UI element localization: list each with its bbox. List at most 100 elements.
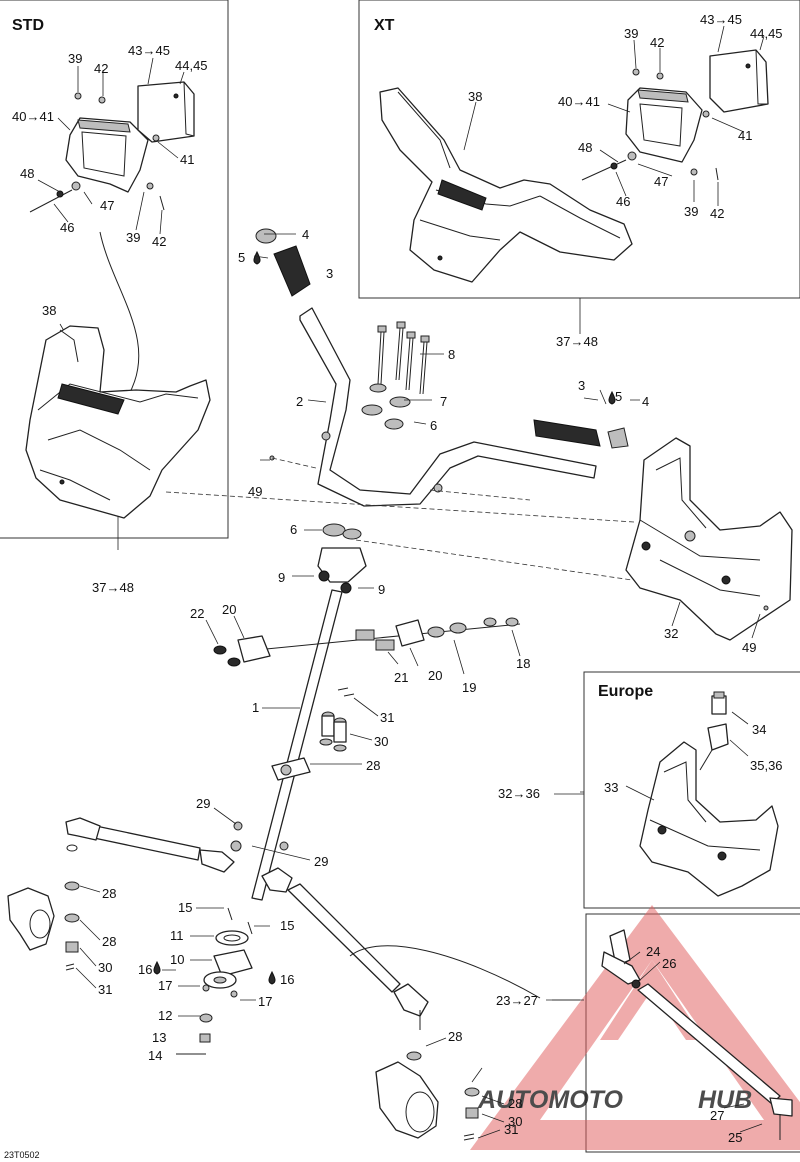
left-lower-drop-icon (153, 960, 161, 975)
callout-28-left-b: 28 (102, 934, 116, 949)
upper-clamp-right (389, 396, 411, 408)
callout-std-42-top: 42 (94, 61, 108, 76)
left-grip (273, 245, 311, 297)
link-bracket-20 (237, 635, 271, 663)
xt-title: XT (374, 17, 395, 34)
callout-xt-39-top: 39 (624, 26, 638, 41)
callout-28-right-a: 28 (448, 1029, 462, 1044)
handlebar-tube (299, 307, 597, 507)
callout-9-left: 9 (278, 570, 285, 585)
callout-19: 19 (462, 680, 476, 695)
bearing-11 (215, 930, 249, 946)
callout-5-left: 5 (238, 250, 245, 265)
callout-4-right: 4 (642, 394, 649, 409)
callout-8: 8 (448, 347, 455, 362)
callout-31-left: 31 (98, 982, 112, 997)
callout-xt-38: 38 (468, 89, 482, 104)
xt-fascia-logo (437, 179, 487, 211)
callout-20-left: 20 (222, 602, 236, 617)
callout-29-left: 29 (196, 796, 210, 811)
callout-10: 10 (170, 952, 184, 967)
callout-22: 22 (190, 606, 204, 621)
steering-riser (317, 547, 367, 583)
callout-27: 27 (710, 1108, 724, 1123)
callout-35-36: 35,36 (750, 758, 783, 773)
lower-column-stack: 15 15 11 10 16 16 17 17 12 13 14 (138, 900, 294, 1063)
right-tie-rod-end-upper (261, 867, 293, 893)
callout-xt-48: 48 (578, 140, 592, 155)
right-tie-rod-tube (287, 883, 401, 993)
callout-xt-43: 43→45 (700, 12, 742, 27)
callout-std-41: 41 (180, 152, 194, 167)
std-group-ref: 37→48 (92, 580, 134, 595)
callout-xt-39-bottom: 39 (684, 204, 698, 219)
callout-15-right: 15 (280, 918, 294, 933)
std-fascia-logo (57, 383, 125, 415)
europe-bulb-34 (711, 695, 727, 715)
callout-std-39-bottom: 39 (126, 230, 140, 245)
handlebar-assembly: 4 5 3 8 2 7 6 49 6 9 9 3 5 4 (165, 227, 649, 597)
watermark-text-b: HUB (698, 1086, 752, 1114)
callout-49-left: 49 (248, 484, 262, 499)
left-tie-rod-end-inner (199, 849, 235, 873)
europe-frame (583, 671, 800, 909)
europe-socket-35 (707, 723, 729, 751)
callout-1-upper: 1 (252, 700, 259, 715)
std-headlight-bracket (65, 117, 149, 193)
xt-bolt-46 (581, 159, 627, 181)
right-grip (533, 419, 601, 447)
callout-std-42-bottom: 42 (152, 234, 166, 249)
callout-xt-47: 47 (654, 174, 668, 189)
right-end-cap (607, 427, 629, 449)
right-lower-drop-icon (268, 970, 276, 985)
callout-std-43: 43→45 (128, 43, 170, 58)
upper-clamp-left (361, 404, 383, 416)
side-link: 22 20 21 20 19 18 (190, 602, 530, 695)
link-bracket-right (395, 619, 425, 647)
callout-std-38: 38 (42, 303, 56, 318)
tie-rod-end-panel: 24 26 27 25 (601, 929, 793, 1145)
right-drop-icon (608, 390, 616, 405)
callout-std-44: 44,45 (175, 58, 208, 73)
callout-25: 25 (728, 1130, 742, 1145)
europe-title: Europe (598, 683, 653, 700)
left-end-cap (255, 228, 277, 244)
left-drop-icon (253, 250, 261, 265)
callout-30-left: 30 (98, 960, 112, 975)
std-front-fascia (25, 325, 211, 519)
std-frame (0, 0, 229, 539)
callout-7: 7 (440, 394, 447, 409)
callout-31-right: 31 (504, 1122, 518, 1137)
callout-std-48: 48 (20, 166, 34, 181)
xt-frame (358, 0, 800, 299)
callout-20-right: 20 (428, 668, 442, 683)
bearing-housing-10 (213, 949, 253, 977)
callout-30-upper: 30 (374, 734, 388, 749)
rear-fascia (625, 437, 793, 641)
watermark-text-a: AUTOMOTO (477, 1086, 623, 1114)
callout-31-upper: 31 (380, 710, 394, 725)
callout-30-right: 30 (508, 1114, 522, 1129)
diagram-code: 23T0502 (4, 1150, 40, 1160)
callout-6-bottom: 6 (290, 522, 297, 537)
callout-3-right: 3 (578, 378, 585, 393)
callout-5-right: 5 (615, 389, 622, 404)
xt-panel: XT 39 42 43→45 44,45 38 40→41 41 48 (374, 12, 783, 349)
rear-fascia-32: 32 49 (625, 437, 793, 655)
tie-rod-group-ref: 23→27 (496, 993, 538, 1008)
callout-28-upper: 28 (366, 758, 380, 773)
callout-3-left: 3 (326, 266, 333, 281)
europe-panel: Europe 34 35,36 33 32→36 (498, 683, 783, 897)
watermark-triangle (470, 905, 800, 1150)
callout-xt-42-bottom: 42 (710, 206, 724, 221)
callout-2: 2 (296, 394, 303, 409)
xt-headlight-bracket (625, 87, 703, 163)
europe-fascia (639, 741, 779, 897)
left-tie-rod-tube (93, 825, 201, 861)
callout-13: 13 (152, 1030, 166, 1045)
tie-rod-rod (637, 983, 781, 1105)
left-tie-rod-end-outer (65, 817, 101, 841)
callout-17-left: 17 (158, 978, 172, 993)
